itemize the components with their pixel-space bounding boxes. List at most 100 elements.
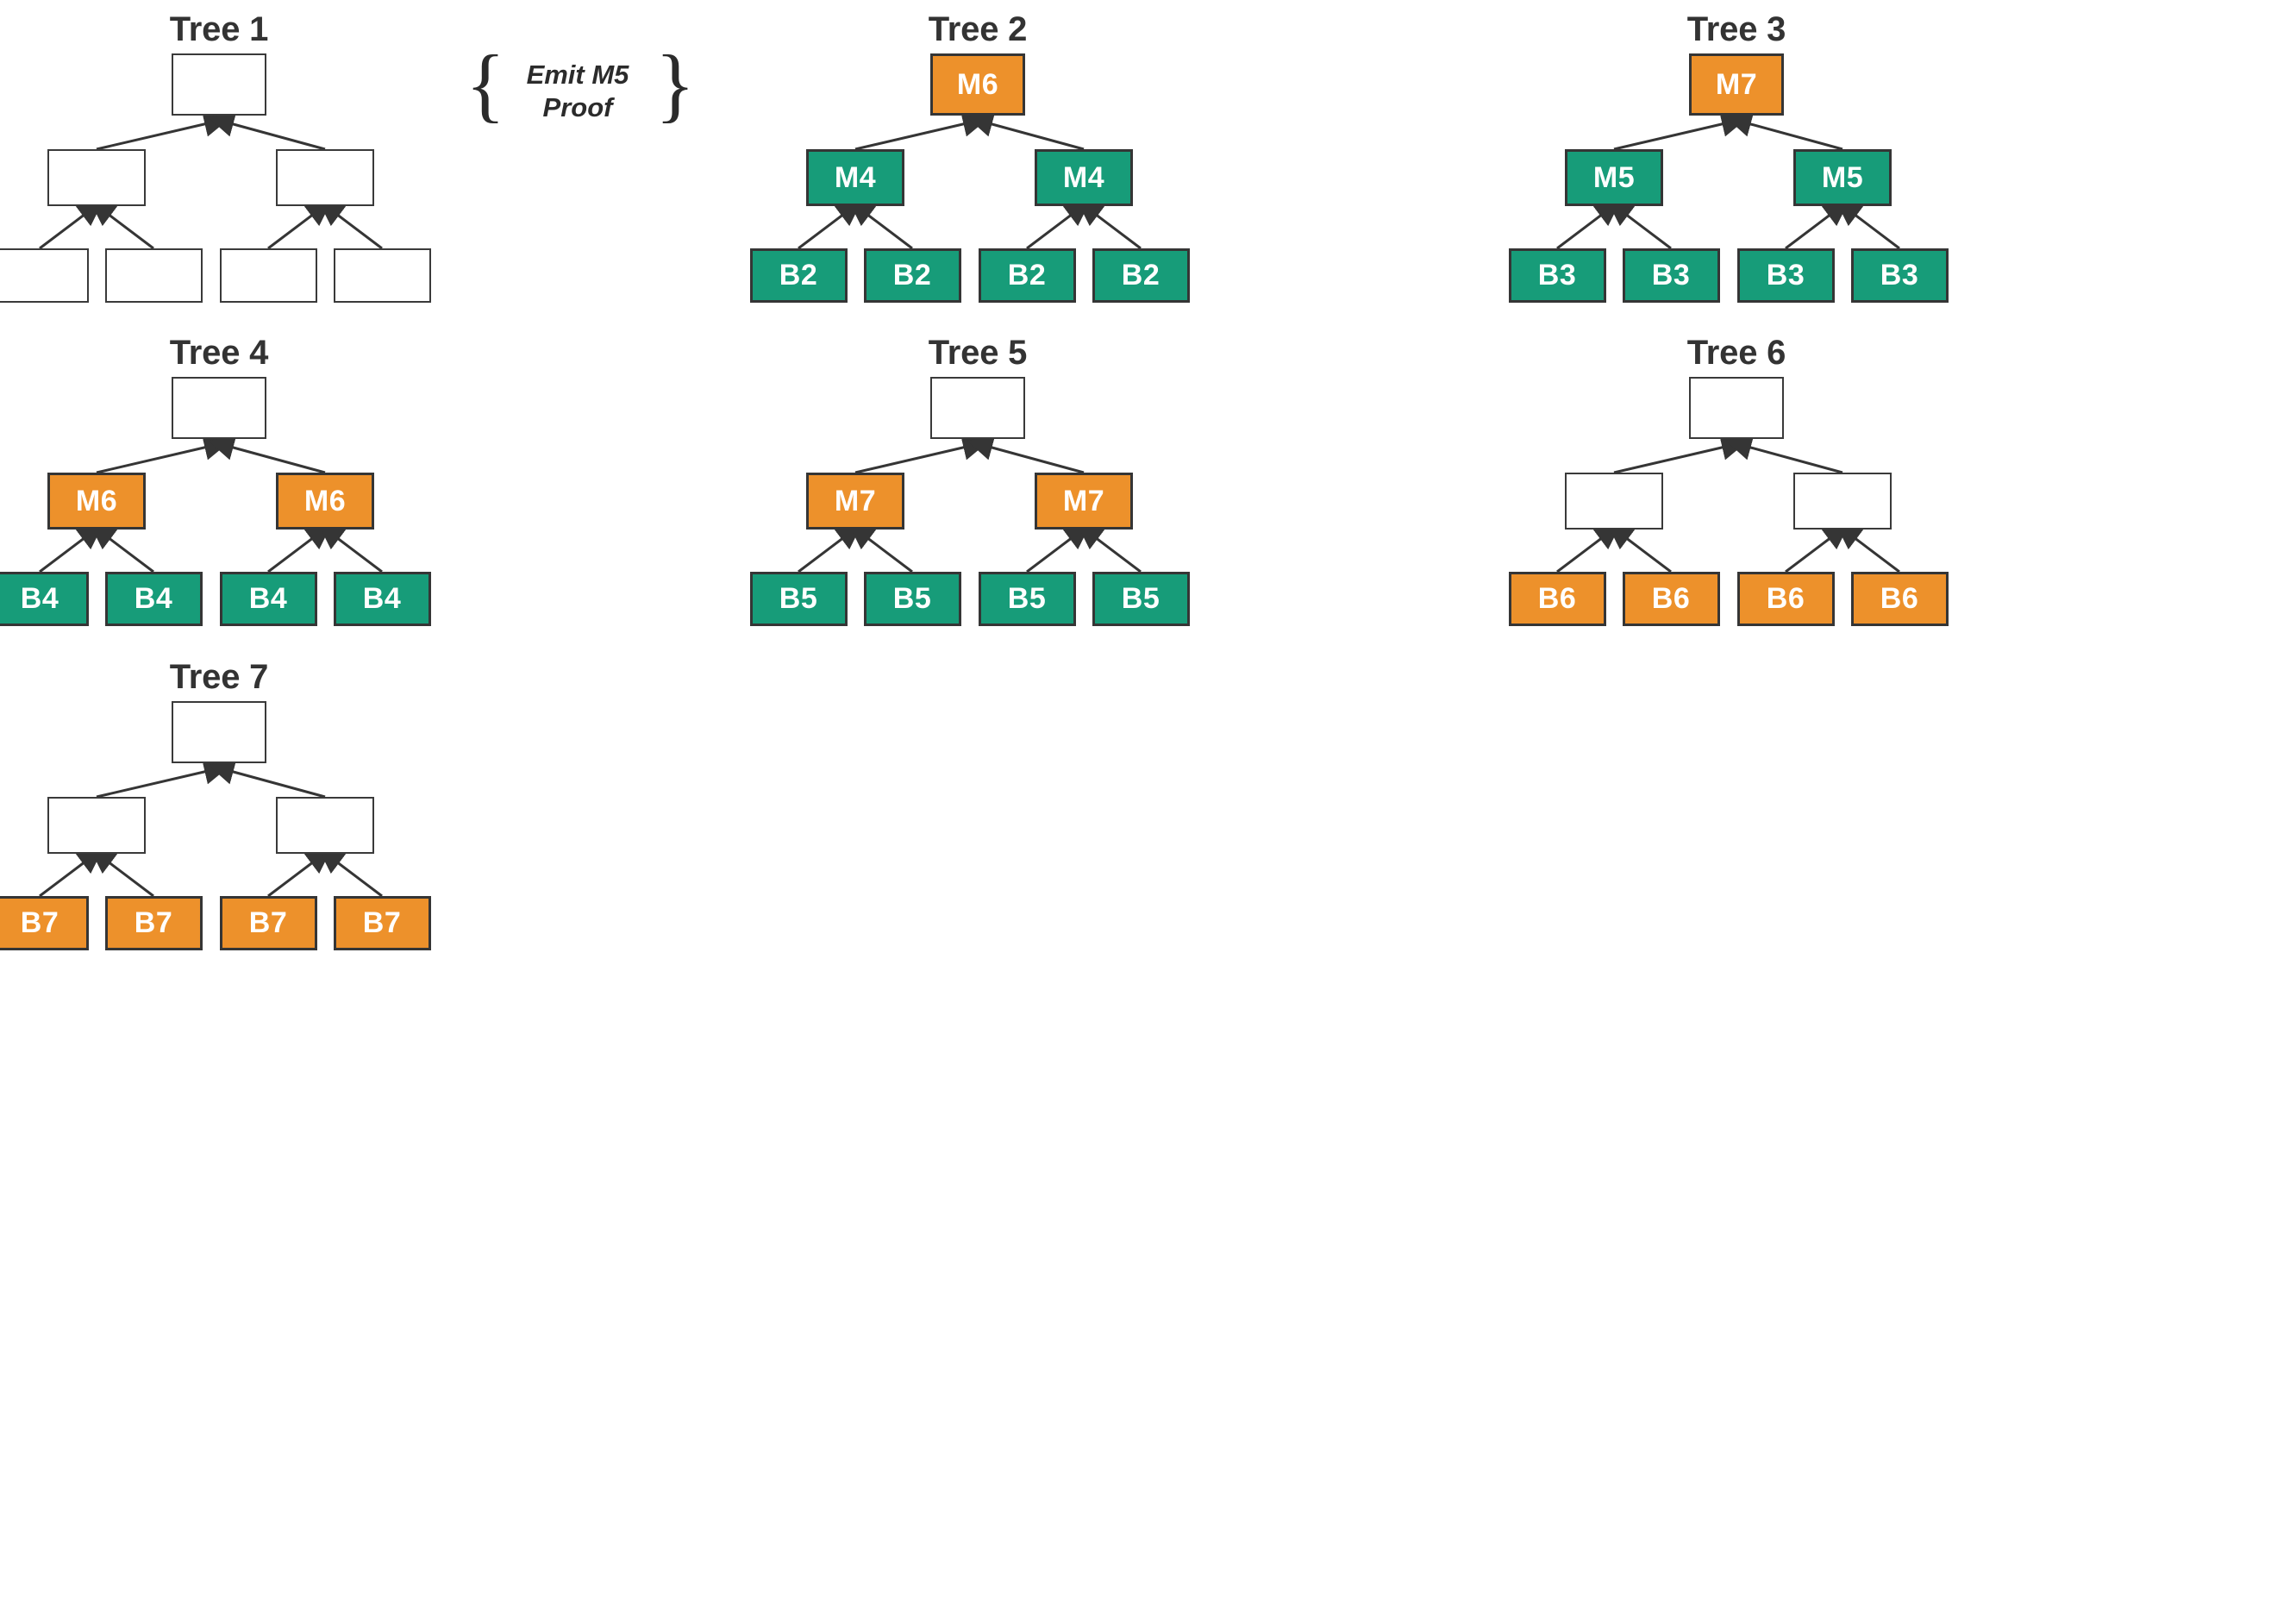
tree-3-leaf-4-label: B3 — [1880, 259, 1919, 291]
tree-2-leaf-1-label: B2 — [779, 259, 818, 291]
tree-edge — [848, 523, 913, 573]
tree-4-leaf-4-label: B4 — [362, 582, 402, 615]
tree-3-leaf-2-label: B3 — [1651, 259, 1691, 291]
tree-5-leaf-1-label: B5 — [779, 582, 818, 615]
tree-4-root[interactable] — [172, 377, 266, 439]
tree-7-leaf-3[interactable]: B7 — [219, 896, 317, 950]
tree-4-mid-1-label: M6 — [75, 484, 118, 517]
tree-7-leaf-4[interactable]: B7 — [333, 896, 431, 950]
tree-4-mid-2-label: M6 — [303, 484, 347, 517]
emit-proof-annotation: Emit M5 Proof — [526, 60, 629, 122]
tree-5-mid-2[interactable]: M7 — [1035, 473, 1133, 530]
tree-3-mid-1[interactable]: M5 — [1565, 149, 1663, 206]
tree-4-leaf-1-label: B4 — [20, 582, 59, 615]
tree-6-leaf-1[interactable]: B6 — [1508, 572, 1606, 626]
tree-6-leaf-3[interactable]: B6 — [1736, 572, 1835, 626]
tree-2-leaf-2[interactable]: B2 — [863, 248, 961, 303]
tree-edge — [267, 200, 333, 250]
tree-2-mid-1-label: M4 — [834, 160, 877, 194]
tree-3-root[interactable]: M7 — [1689, 53, 1784, 116]
tree-edge — [1606, 200, 1672, 250]
tree-2-leaf-3[interactable]: B2 — [978, 248, 1076, 303]
tree-edge — [89, 848, 154, 898]
tree-7-mid-2[interactable] — [276, 797, 374, 854]
left-brace: { — [466, 38, 506, 130]
tree-6-leaf-4[interactable]: B6 — [1850, 572, 1949, 626]
tree-6-leaf-2[interactable]: B6 — [1622, 572, 1720, 626]
tree-1-mid-2[interactable] — [276, 149, 374, 206]
tree-1-leaf-2[interactable] — [104, 248, 203, 303]
tree-edge — [967, 435, 1085, 474]
tree-1-mid-1[interactable] — [47, 149, 146, 206]
tree-7-leaf-2[interactable]: B7 — [104, 896, 203, 950]
tree-edge — [1076, 200, 1142, 250]
tree-title-6: Tree 6 — [1686, 334, 1786, 372]
tree-7-leaf-1[interactable]: B7 — [0, 896, 89, 950]
tree-edge — [1556, 523, 1622, 573]
tree-edge — [1725, 435, 1843, 474]
tree-5-mid-2-label: M7 — [1062, 484, 1105, 517]
tree-7-leaf-2-label: B7 — [134, 906, 173, 939]
tree-5-leaf-4-label: B5 — [1121, 582, 1161, 615]
tree-5-leaf-3[interactable]: B5 — [978, 572, 1076, 626]
tree-edge — [267, 848, 333, 898]
tree-3-root-label: M7 — [1715, 67, 1758, 101]
tree-2-mid-2[interactable]: M4 — [1035, 149, 1133, 206]
tree-4-mid-1[interactable]: M6 — [47, 473, 146, 530]
tree-5-mid-1[interactable]: M7 — [806, 473, 904, 530]
tree-3-leaf-3-label: B3 — [1766, 259, 1805, 291]
tree-5-leaf-1[interactable]: B5 — [749, 572, 848, 626]
tree-7-mid-1[interactable] — [47, 797, 146, 854]
tree-2-root[interactable]: M6 — [930, 53, 1025, 116]
tree-title-1: Tree 1 — [169, 10, 269, 48]
tree-5-root[interactable] — [930, 377, 1025, 439]
tree-title-4: Tree 4 — [169, 334, 269, 372]
tree-1-leaf-4[interactable] — [333, 248, 431, 303]
tree-edge — [1613, 435, 1748, 474]
tree-edge — [317, 523, 383, 573]
tree-edge — [798, 200, 863, 250]
tree-edge — [1613, 111, 1748, 151]
tree-edge — [208, 111, 326, 151]
tree-6-mid-1[interactable] — [1565, 473, 1663, 530]
tree-2-leaf-4[interactable]: B2 — [1092, 248, 1190, 303]
tree-4-mid-2[interactable]: M6 — [276, 473, 374, 530]
tree-2-mid-2-label: M4 — [1062, 160, 1105, 194]
right-brace: } — [655, 38, 696, 130]
tree-6-root[interactable] — [1689, 377, 1784, 439]
tree-edge — [89, 200, 154, 250]
tree-edge — [1076, 523, 1142, 573]
tree-3-leaf-1[interactable]: B3 — [1508, 248, 1606, 303]
tree-4-leaf-3-label: B4 — [248, 582, 288, 615]
tree-2-leaf-1[interactable]: B2 — [749, 248, 848, 303]
tree-1-leaf-1[interactable] — [0, 248, 89, 303]
tree-2-mid-1[interactable]: M4 — [806, 149, 904, 206]
tree-3-leaf-2[interactable]: B3 — [1622, 248, 1720, 303]
tree-4-leaf-3[interactable]: B4 — [219, 572, 317, 626]
tree-1-leaf-3[interactable] — [219, 248, 317, 303]
tree-4-leaf-1[interactable]: B4 — [0, 572, 89, 626]
tree-6-leaf-4-label: B6 — [1880, 582, 1919, 615]
tree-edge — [39, 848, 104, 898]
tree-5-leaf-3-label: B5 — [1007, 582, 1047, 615]
tree-edge — [967, 111, 1085, 151]
tree-1-root[interactable] — [172, 53, 266, 116]
tree-7-root[interactable] — [172, 701, 266, 763]
tree-6-leaf-3-label: B6 — [1766, 582, 1805, 615]
tree-edge — [1835, 523, 1900, 573]
tree-edge — [1835, 200, 1900, 250]
tree-3-leaf-4[interactable]: B3 — [1850, 248, 1949, 303]
tree-edge — [208, 435, 326, 474]
tree-edge — [1785, 200, 1850, 250]
tree-5-leaf-2[interactable]: B5 — [863, 572, 961, 626]
tree-4-leaf-4[interactable]: B4 — [333, 572, 431, 626]
tree-5-leaf-4[interactable]: B5 — [1092, 572, 1190, 626]
tree-3-mid-2[interactable]: M5 — [1793, 149, 1892, 206]
tree-3-leaf-3[interactable]: B3 — [1736, 248, 1835, 303]
tree-6-mid-2[interactable] — [1793, 473, 1892, 530]
tree-title-5: Tree 5 — [928, 334, 1028, 372]
tree-edge — [854, 435, 989, 474]
tree-edge — [1725, 111, 1843, 151]
tree-4-leaf-2[interactable]: B4 — [104, 572, 203, 626]
tree-3-mid-1-label: M5 — [1592, 160, 1636, 194]
